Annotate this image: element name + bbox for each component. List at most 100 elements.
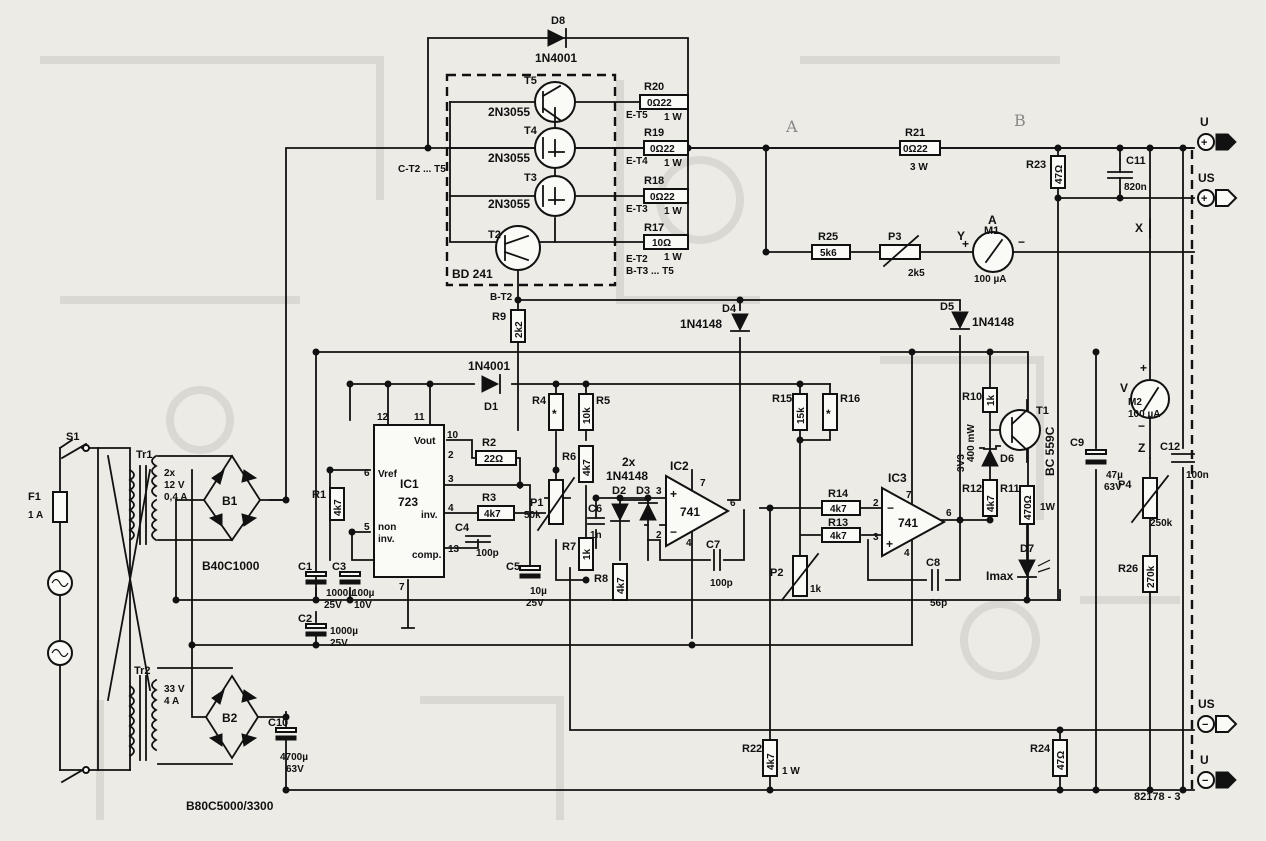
resistor-r2: R2 22Ω — [475, 437, 517, 466]
ic1-pin7: 7 — [399, 582, 405, 593]
test-point-labels: C-T2 ... T5 E-T5 E-T4 E-T3 E-T2 B-T3 ...… — [398, 110, 674, 303]
resistor-r7: R7 1k — [562, 537, 594, 571]
potentiometer-p3: P3 2k5 — [879, 231, 925, 279]
p4-ref: P4 — [1118, 479, 1132, 491]
resistor-r22: R22 4k7 1 W — [742, 739, 800, 777]
t5-type: 2N3055 — [488, 105, 530, 119]
power-transistor-frame — [445, 73, 617, 287]
c6-ref: C6 — [588, 503, 602, 515]
capacitor-c9: C9 47µ 63V — [1070, 437, 1123, 493]
c10-ref: C10 — [268, 717, 288, 729]
ic3-pin6: 6 — [946, 508, 952, 519]
bridge-rectifier-b2: B2 B80C5000/3300 — [186, 674, 274, 813]
c4-value: 100p — [476, 548, 499, 559]
r3-value: 4k7 — [484, 509, 501, 520]
r10-ref: R10 — [962, 391, 982, 403]
t2-ref: T2 — [488, 229, 501, 241]
p1-value: 50k — [524, 510, 541, 521]
ic2-pin2: 2 — [656, 530, 662, 541]
us-minus-label: US — [1198, 697, 1215, 711]
junction-dots — [172, 144, 1187, 794]
diode-d4: D4 1N4148 — [680, 303, 750, 332]
r5-value: 10k — [582, 407, 593, 424]
capacitor-c6: C6 1n — [587, 503, 605, 541]
resistor-r19: R19 0Ω22 1 W — [643, 127, 689, 169]
r11-ref: R11 — [1000, 483, 1020, 495]
c8-value: 56p — [930, 598, 947, 609]
resistor-r24: R24 47Ω — [1030, 739, 1068, 777]
et4-label: E-T4 — [626, 156, 648, 167]
resistor-r12: R12 4k7 — [962, 479, 998, 517]
r2-ref: R2 — [482, 437, 496, 449]
ic1-inv: inv. — [421, 510, 438, 521]
node-x: X — [1135, 221, 1143, 235]
transistor-t1: T1 BC 559C — [999, 405, 1057, 476]
resistor-r26: R26 270k — [1118, 555, 1158, 593]
t3-ref: T3 — [524, 172, 537, 184]
m1-ref: M1 — [984, 225, 999, 237]
r15-value: 15k — [796, 407, 807, 424]
m2-plus: + — [1140, 361, 1147, 375]
ac-source-symbols — [47, 570, 73, 666]
t1-type: BC 559C — [1043, 426, 1057, 476]
m2-value: 100 µA — [1128, 409, 1160, 420]
r6-ref: R6 — [562, 451, 576, 463]
t4-ref: T4 — [524, 125, 538, 137]
resistor-r9: R9 2k2 — [492, 309, 526, 343]
ic2-pin6: 6 — [730, 498, 736, 509]
diode-d5: D5 1N4148 — [940, 301, 1014, 330]
transistor-t2: T2 BD 241 — [452, 225, 541, 281]
ic3-741: IC3 741 − + 2 3 6 7 4 — [873, 471, 952, 559]
capacitor-c2: C2 1000µ 25V — [298, 613, 358, 649]
r1-value: 4k7 — [333, 499, 344, 516]
m1-value: 100 µA — [974, 274, 1006, 285]
d1-value: 1N4001 — [468, 359, 510, 373]
ic3-pin2: 2 — [873, 498, 879, 509]
r18-power: 1 W — [664, 206, 682, 217]
c11-value: 820n — [1124, 182, 1147, 193]
tr2-spec-2: 4 A — [164, 696, 179, 707]
ic3-pin7: 7 — [906, 490, 912, 501]
ic3-ref: IC3 — [888, 471, 907, 485]
r8-ref: R8 — [594, 573, 608, 585]
led-d7: D7 Imax — [986, 543, 1051, 583]
c2-value-1: 1000µ — [330, 626, 358, 637]
c6-value: 1n — [590, 530, 602, 541]
r23-ref: R23 — [1026, 159, 1046, 171]
transformer-tr1: Tr1 2x 12 V 0,4 A — [128, 449, 188, 545]
resistor-r10: R10 1k — [962, 387, 998, 413]
d6-ref: D6 — [1000, 453, 1014, 465]
resistor-r17: R17 10Ω 1 W — [643, 222, 689, 263]
resistor-r25: R25 5k6 — [811, 231, 851, 260]
d4-value: 1N4148 — [680, 317, 722, 331]
diode-d2-d3: 2x 1N4148 D2 D3 — [606, 455, 658, 522]
r19-ref: R19 — [644, 127, 664, 139]
terminal-us-minus: − US — [1197, 697, 1238, 733]
p2-value: 1k — [810, 584, 822, 595]
r25-ref: R25 — [818, 231, 838, 243]
m1-plus: + — [962, 237, 969, 251]
r19-value: 0Ω22 — [650, 144, 675, 155]
resistor-r18: R18 0Ω22 1 W — [643, 175, 689, 217]
ic2-pin7: 7 — [700, 478, 706, 489]
p4-value: 250k — [1150, 518, 1173, 529]
ic1-pin5: 5 — [364, 522, 370, 533]
c3-ref: C3 — [332, 561, 346, 573]
ic1-pin13: 13 — [448, 544, 460, 555]
drawing-number: 82178 - 3 — [1134, 791, 1180, 803]
d5-ref: D5 — [940, 301, 954, 313]
m1-letter: A — [988, 213, 997, 227]
d3-ref: D3 — [636, 485, 650, 497]
ic1-noninv-2: inv. — [378, 534, 395, 545]
r24-value: 47Ω — [1056, 751, 1067, 770]
c4-ref: C4 — [455, 522, 470, 534]
t3-type: 2N3055 — [488, 197, 530, 211]
r16-value: * — [826, 407, 831, 421]
capacitor-c8: C8 56p — [926, 557, 947, 609]
capacitor-c10: C10 4700µ 63V — [268, 717, 308, 775]
d2-ref: D2 — [612, 485, 626, 497]
r22-power: 1 W — [782, 766, 800, 777]
ic2-type: 741 — [680, 505, 700, 519]
u-plus-sign: + — [1201, 137, 1207, 149]
